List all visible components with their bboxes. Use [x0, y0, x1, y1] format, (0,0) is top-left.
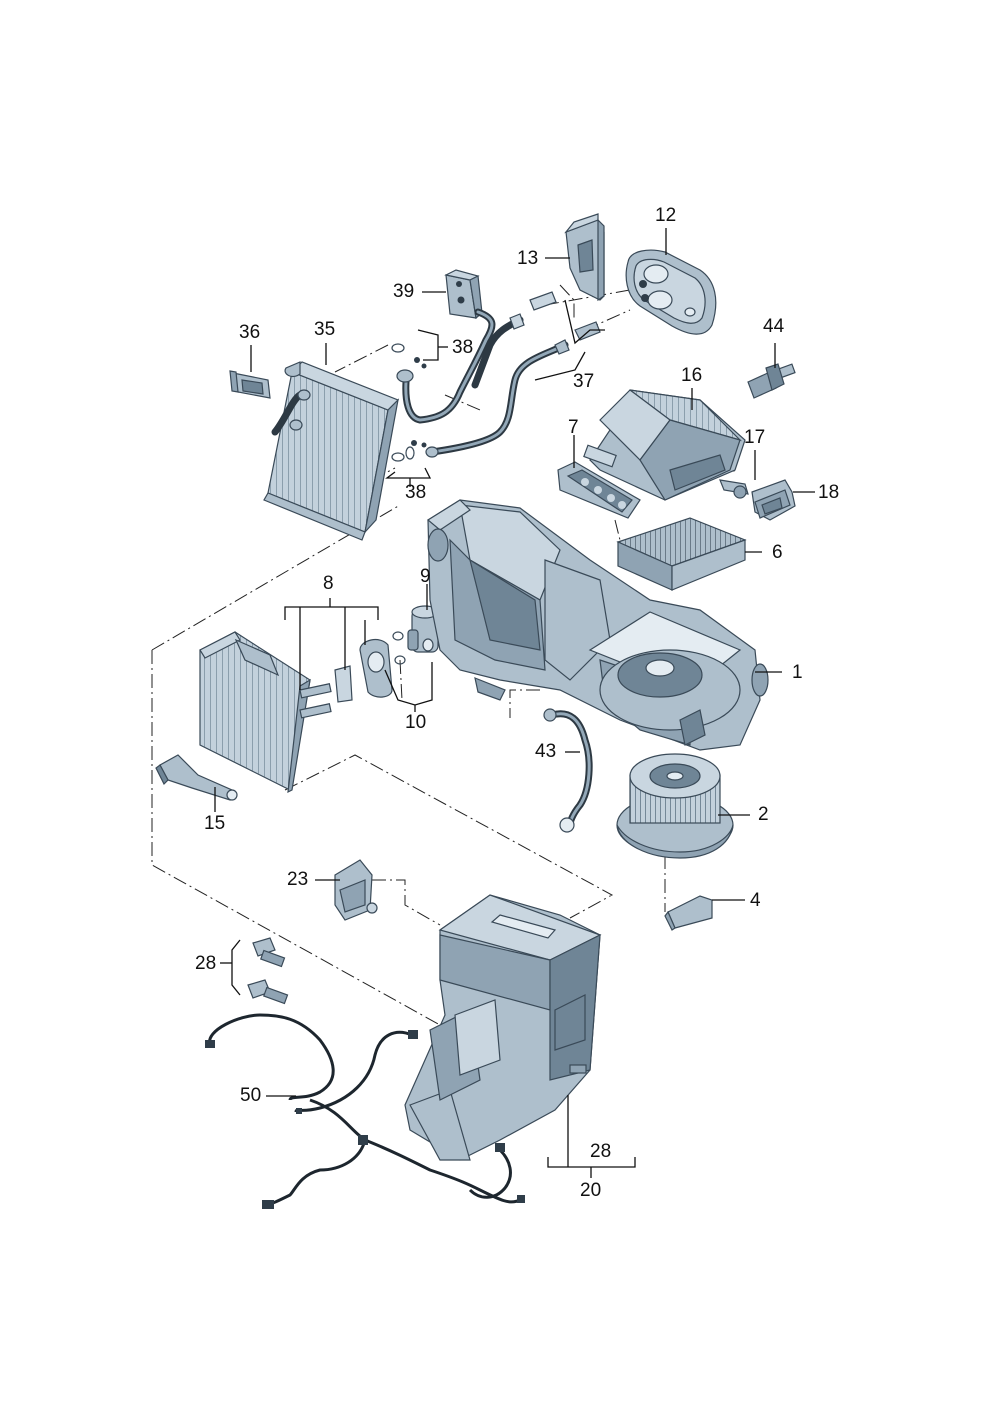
heater-core-8 — [199, 631, 332, 794]
leader-lines — [214, 228, 815, 1178]
callout-38-top: 38 — [452, 337, 473, 358]
callout-2: 2 — [758, 804, 769, 825]
callout-20: 20 — [580, 1180, 601, 1201]
callout-37: 37 — [573, 371, 594, 392]
callout-9: 9 — [420, 566, 431, 587]
bracket-36 — [229, 370, 271, 399]
callout-16: 16 — [681, 365, 702, 386]
callout-10: 10 — [405, 712, 426, 733]
valve-9 — [392, 605, 439, 653]
callout-13: 13 — [517, 248, 538, 269]
connector-18 — [751, 479, 796, 521]
callout-4: 4 — [750, 890, 761, 911]
sensor-15 — [155, 754, 238, 801]
damper-4 — [664, 895, 713, 931]
callout-36: 36 — [239, 322, 260, 343]
clip-17 — [719, 479, 749, 499]
callout-15: 15 — [204, 813, 225, 834]
bolt-44 — [747, 363, 796, 399]
grille-7 — [557, 461, 641, 519]
callout-6: 6 — [772, 542, 783, 563]
main-housing-1 — [426, 499, 769, 751]
callout-35: 35 — [314, 319, 335, 340]
blower-fan-2 — [616, 753, 734, 859]
callout-44: 44 — [763, 316, 785, 337]
actuator-pins-28 — [247, 937, 289, 1005]
callout-28-pins: 28 — [195, 953, 216, 974]
block-39 — [444, 269, 483, 320]
air-duct-16 — [583, 389, 746, 501]
servo-motor-23 — [334, 859, 378, 921]
callout-8: 8 — [323, 573, 334, 594]
seal-rings — [391, 343, 427, 462]
cover-13 — [564, 213, 605, 302]
callout-23: 23 — [287, 869, 308, 890]
callout-43: 43 — [535, 741, 556, 762]
callout-28-housing: 28 — [590, 1141, 611, 1162]
gasket-12 — [625, 249, 717, 335]
callout-50: 50 — [240, 1085, 261, 1106]
evaporator — [263, 361, 400, 541]
callout-39: 39 — [393, 281, 414, 302]
callout-labels: 1 2 4 6 7 8 9 10 12 13 15 16 17 18 20 23… — [195, 205, 839, 1201]
drain-hose-43 — [543, 708, 593, 833]
lower-housing-20 — [404, 894, 602, 1161]
clamp-10 — [334, 638, 406, 703]
callout-38-bottom: 38 — [405, 482, 426, 503]
callout-1: 1 — [792, 662, 803, 683]
callout-7: 7 — [568, 417, 579, 438]
wiring-harness-50 — [205, 1013, 525, 1209]
callout-17: 17 — [744, 427, 765, 448]
refrigerant-lines — [396, 291, 601, 458]
callout-12: 12 — [655, 205, 676, 226]
callout-18: 18 — [818, 482, 839, 503]
filter-6 — [616, 517, 747, 591]
